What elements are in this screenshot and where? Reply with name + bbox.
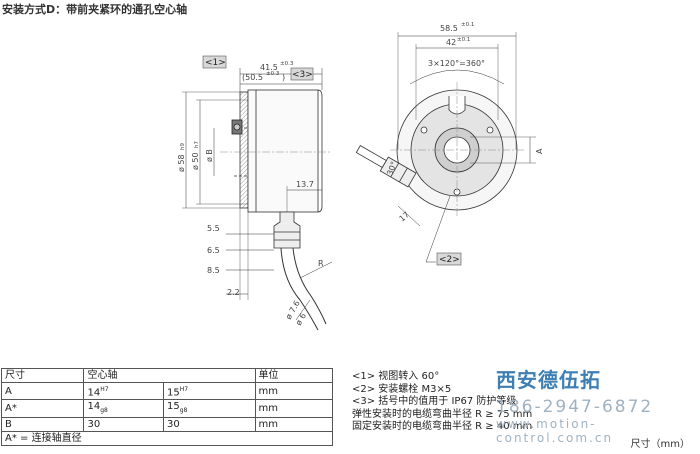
side-view	[182, 68, 333, 331]
dia-6: ø 6	[294, 312, 308, 327]
dim-8-5: 8.5	[207, 266, 220, 275]
note-item: 弹性安装时的电缆弯曲半径 R ≥ 75 mm	[352, 408, 533, 420]
note-item: 固定安装时的电缆弯曲半径 R ≥ 40 mm	[352, 421, 533, 432]
side-tag-3: <3>	[292, 70, 313, 80]
table-header: 尺寸	[0, 368, 85, 383]
table-row: B 30 30 mm	[0, 417, 333, 433]
table-footnote: A* = 连接轴直径	[1, 431, 333, 447]
notes-block: <1> 视图转入 60° <2> 安装螺栓 M3×5 <3> 括号中的值用于 I…	[352, 371, 532, 434]
dia-50-tol: h7	[194, 141, 200, 148]
dim-41-5-tol: ±0.3	[280, 61, 294, 67]
dimension-table: 尺寸 空心轴 单位 A 14H7 15H7 mm A* 14g8 15g8 mm…	[0, 368, 333, 447]
front-tag-2: <2>	[439, 255, 460, 265]
table-header-row: 尺寸 空心轴 单位	[0, 368, 333, 383]
dia-50: ø 50	[191, 152, 200, 170]
dim-50-5-close: )	[282, 73, 285, 82]
watermark: 西安德伍拓 186-2947-6872 www.motion-control.c…	[496, 364, 700, 445]
cell-value: 15	[166, 387, 180, 399]
cell-unit: mm	[254, 381, 333, 401]
dim-2-2: 2.2	[227, 288, 240, 297]
side-tag-1: <1>	[205, 58, 226, 68]
cell-value: 14	[87, 401, 101, 413]
dim-17: 17	[398, 210, 412, 223]
dim-58-5-tol: ±0.1	[461, 22, 474, 28]
dim-r: R	[318, 259, 324, 268]
dim-42-tol: ±0.1	[457, 37, 470, 43]
note-item: <2> 安装螺栓 M3×5	[352, 383, 452, 395]
cell-value: 14	[87, 387, 101, 399]
front-view	[355, 32, 536, 263]
footer-unit: 尺寸（mm）	[630, 439, 690, 450]
dia-58-tol: h9	[180, 143, 186, 150]
table-header: 空心轴	[83, 368, 256, 383]
watermark-url: www.motion-control.com.cn	[496, 417, 614, 445]
page-title: 安装方式D：带前夹紧环的通孔空心轴	[2, 3, 188, 16]
note-item: <1> 视图转入 60°	[352, 371, 440, 382]
dia-b: ø B	[205, 149, 214, 162]
table-footnote-row: A* = 连接轴直径	[1, 431, 333, 447]
cell-unit: mm	[254, 399, 333, 419]
cell-tol: H7	[100, 386, 109, 393]
angle-3x120: 3×120°=360°	[428, 59, 485, 68]
table-header: 单位	[254, 368, 333, 383]
dim-6-5: 6.5	[207, 246, 220, 255]
technical-drawing: <1> <3> 41.5 ±0.3 (50.5 ±0.3 ) ø 58 h9 ø…	[177, 22, 544, 331]
row-label: A	[0, 381, 85, 401]
cell-value: 30	[83, 417, 164, 433]
table-row: A* 14g8 15g8 mm	[0, 399, 333, 419]
row-label: B	[0, 417, 85, 433]
row-label: A*	[0, 399, 85, 419]
cell-value: 15	[166, 401, 180, 413]
cell-tol: H7	[179, 386, 189, 393]
note-item: <3> 括号中的值用于 IP67 防护等级	[352, 396, 517, 407]
dia-58: ø 58	[177, 154, 186, 172]
dim-58-5: 58.5	[440, 24, 458, 33]
dim-13-7: 13.7	[296, 180, 314, 189]
dim-a: A	[535, 148, 544, 154]
dim-41-5: 41.5	[260, 63, 278, 72]
watermark-phone: 186-2947-6872	[496, 397, 654, 417]
cell-value: 30	[162, 417, 256, 433]
dim-50-5-tol: ±0.3	[266, 71, 280, 77]
table-row: A 14H7 15H7 mm	[0, 381, 333, 401]
cell-tol: g8	[100, 407, 108, 415]
cell-unit: mm	[254, 417, 333, 433]
watermark-name: 西安德伍拓	[496, 368, 601, 392]
dim-5-5: 5.5	[207, 224, 220, 233]
dim-50-5: (50.5	[242, 73, 263, 82]
cell-tol: g8	[179, 407, 188, 415]
dim-42: 42	[446, 38, 456, 47]
